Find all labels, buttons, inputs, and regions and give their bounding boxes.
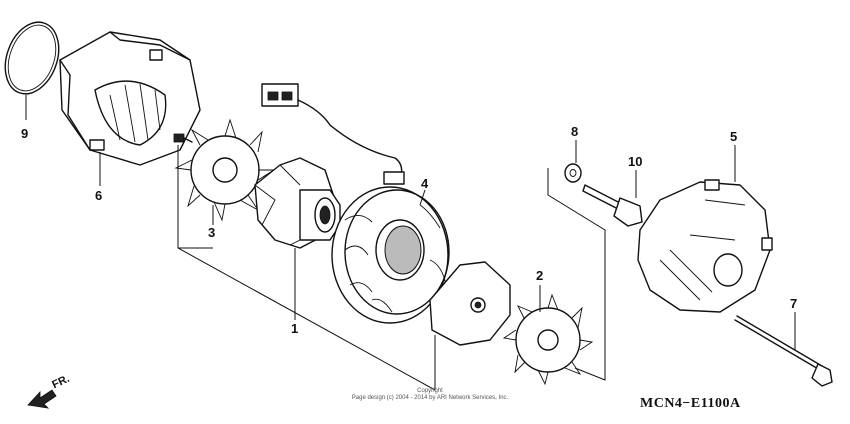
part-9-o-ring[interactable] — [0, 15, 68, 102]
copyright-line-2: Page design (c) 2004 - 2014 by ARI Netwo… — [351, 395, 509, 401]
callout-10: 10 — [628, 154, 642, 169]
callout-7: 7 — [790, 296, 797, 311]
drawing-code: MCN4−E1100A — [640, 396, 741, 411]
screw[interactable] — [173, 133, 193, 143]
callout-6: 6 — [95, 188, 102, 203]
part-6-front-cover[interactable] — [59, 31, 201, 166]
callout-3: 3 — [208, 225, 215, 240]
front-direction-arrow-icon — [27, 389, 57, 409]
callout-2: 2 — [536, 268, 543, 283]
copyright-notice: Copyright Page design (c) 2004 - 2014 by… — [300, 388, 560, 402]
part-10-bolt[interactable] — [582, 184, 643, 227]
stator-wire-connector[interactable] — [261, 83, 405, 185]
part-5-rear-cover[interactable] — [637, 179, 773, 313]
part-7-long-bolt[interactable] — [734, 315, 833, 387]
rotor-fan-plate[interactable] — [429, 261, 511, 346]
part-2-fan[interactable] — [502, 293, 594, 386]
callout-8: 8 — [571, 124, 578, 139]
callout-9: 9 — [21, 126, 28, 141]
copyright-line-1: Copyright — [417, 388, 443, 394]
leader-lines — [25, 95, 796, 391]
callout-5: 5 — [730, 129, 737, 144]
part-1-rotor[interactable] — [254, 157, 341, 249]
part-4-stator[interactable] — [331, 186, 450, 324]
callout-4: 4 — [421, 176, 429, 191]
callout-1: 1 — [291, 321, 298, 336]
part-8-washer[interactable] — [564, 163, 582, 183]
